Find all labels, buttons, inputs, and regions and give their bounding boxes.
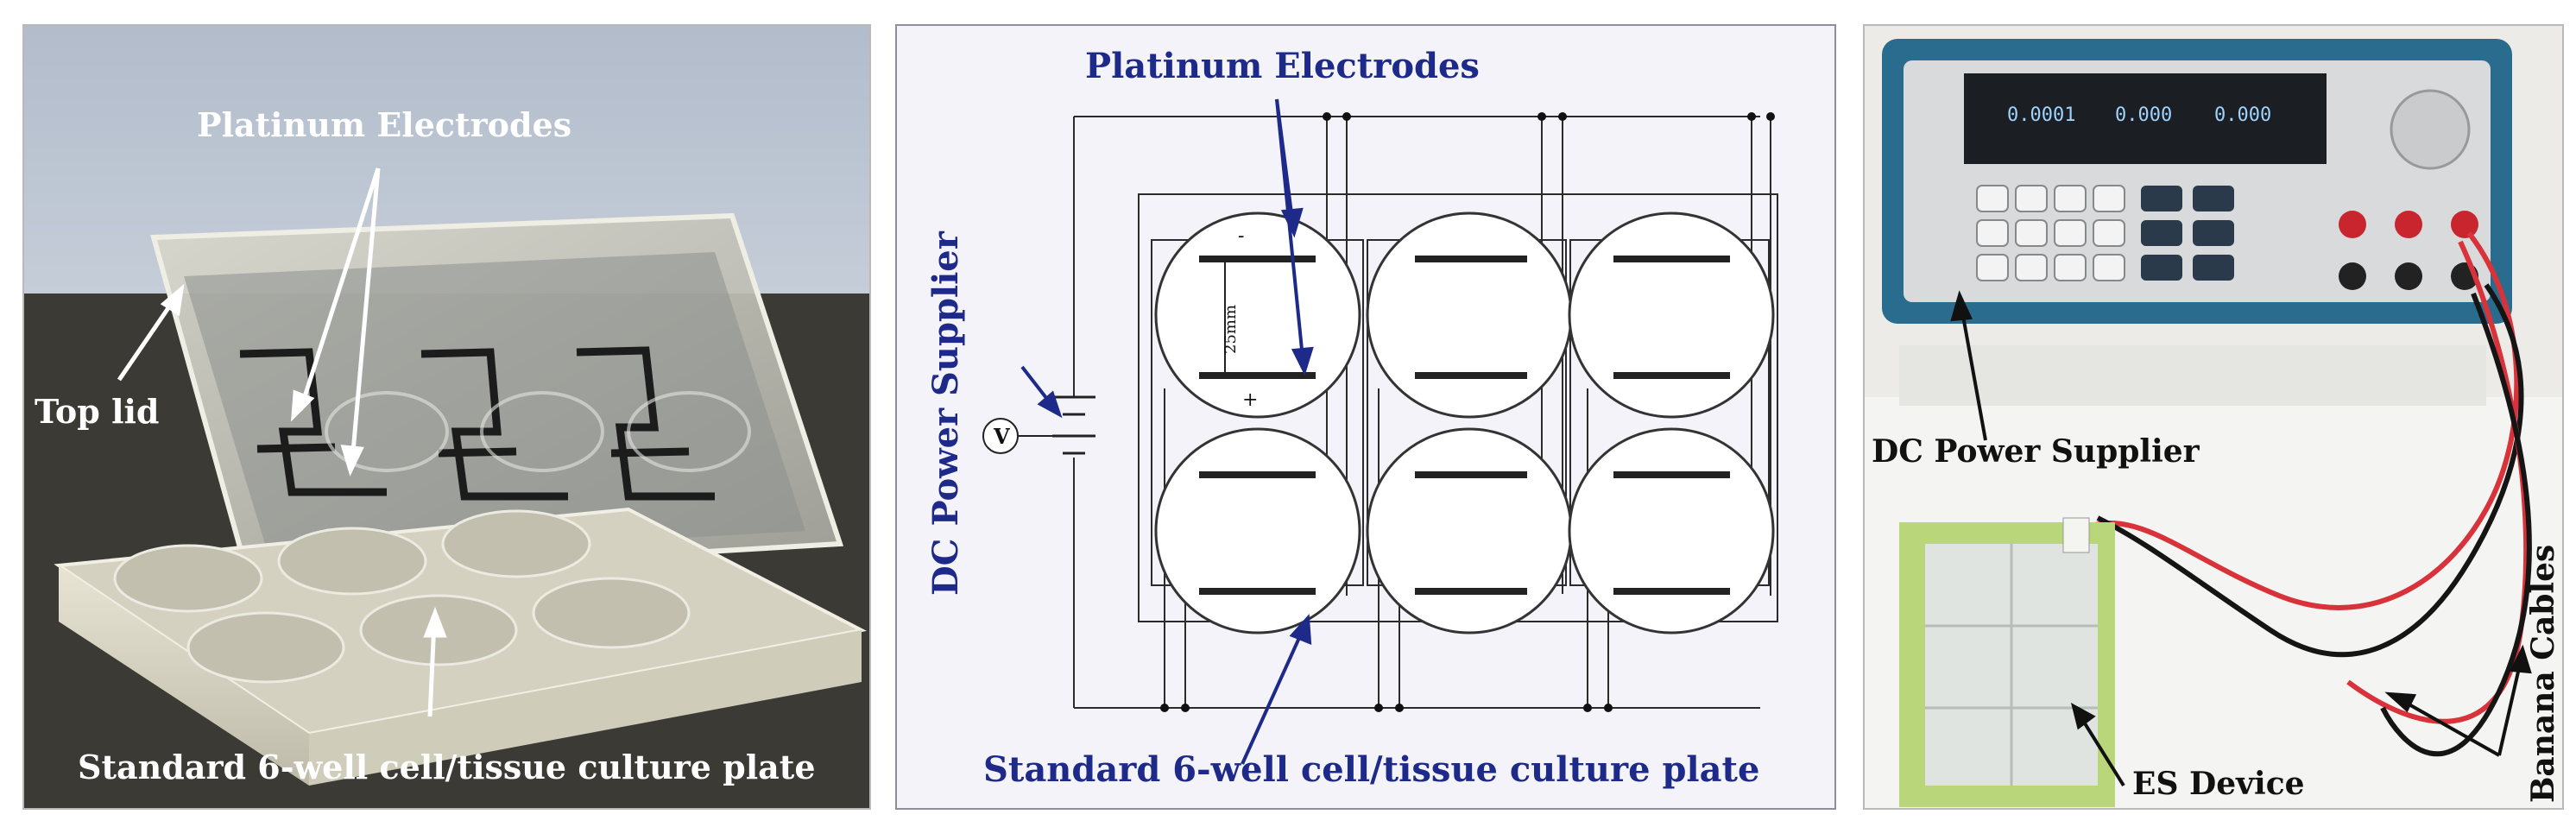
culture-plate-label: Standard 6-well cell/tissue culture plat…	[983, 749, 1759, 790]
setup-photo: 0.0001 0.000 0.000	[1865, 26, 2562, 808]
platinum-electrode-bars	[1199, 256, 1730, 595]
dc-power-supplier-label: DC Power Supplier	[1872, 433, 2200, 470]
culture-plate-label: Standard 6-well cell/tissue culture plat…	[78, 748, 816, 786]
top-lid-label: Top lid	[35, 392, 160, 431]
keypad	[1976, 185, 2125, 281]
junction-dots	[1160, 112, 1775, 712]
well-circles	[1154, 211, 1775, 634]
annotation-arrows	[117, 167, 447, 717]
banana-cables	[2088, 231, 2532, 757]
supply-display	[1964, 73, 2327, 164]
display-readout-3: 0.000	[2214, 104, 2271, 126]
lid-well-reflections	[325, 391, 751, 472]
dc-power-supplier-label: DC Power Supplier	[925, 230, 966, 596]
banana-cables-label: Banana Cables	[2525, 545, 2561, 803]
display-readout-2: 0.000	[2115, 104, 2172, 126]
culture-plate-side-left	[59, 565, 309, 786]
photo-arrows	[1950, 290, 2532, 787]
panel-device-render: Platinum Electrodes Top lid Standard 6-w…	[22, 24, 871, 810]
function-keys	[2141, 186, 2234, 281]
platinum-electrodes-label: Platinum Electrodes	[197, 105, 571, 144]
plate-wells	[113, 509, 691, 684]
dc-power-source-symbol	[1052, 395, 1095, 455]
schematic-arrows	[1020, 98, 1314, 765]
es-device-label: ES Device	[2132, 766, 2305, 802]
voltmeter-label: V	[993, 424, 1010, 449]
panel-setup-photo: 0.0001 0.000 0.000	[1863, 24, 2564, 810]
minus-sign: -	[1238, 225, 1244, 247]
control-knob	[2390, 89, 2471, 170]
display-readout-1: 0.0001	[2007, 104, 2075, 126]
circuit-schematic: V 25mm - +	[925, 46, 1778, 790]
spacing-label: 25mm	[1222, 305, 1240, 354]
culture-plate-side-front	[309, 630, 862, 786]
panel-circuit-schematic: V 25mm - +	[895, 24, 1836, 810]
es-device-grid	[1925, 544, 2098, 786]
lid-electrodes	[239, 346, 715, 501]
supply-stand	[1899, 345, 2486, 406]
plus-sign: +	[1242, 389, 1258, 411]
platinum-electrodes-label: Platinum Electrodes	[1085, 46, 1480, 86]
es-device-connector	[2062, 517, 2090, 553]
device-render-figure: Platinum Electrodes Top lid Standard 6-w…	[24, 26, 869, 808]
